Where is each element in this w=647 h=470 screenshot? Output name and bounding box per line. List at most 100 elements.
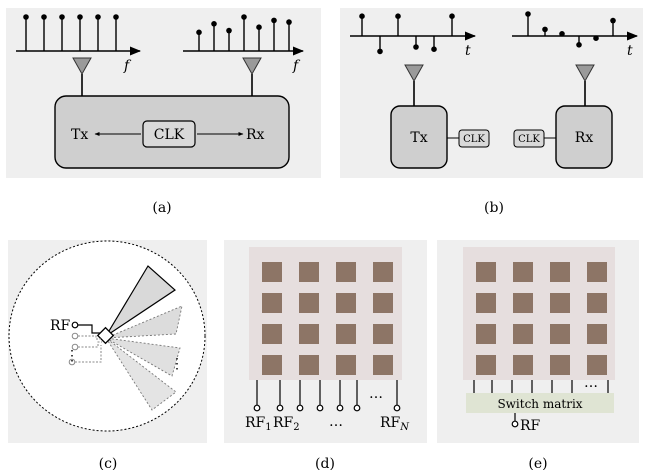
tx-signal-marker — [431, 46, 437, 52]
rx-spectrum-marker — [241, 14, 247, 20]
rx-antenna-icon — [575, 64, 595, 106]
feeds-ellipsis: … — [369, 386, 383, 402]
rx-signal-marker — [610, 17, 616, 24]
rf-port — [253, 404, 261, 412]
rf-port-3 — [71, 343, 79, 351]
antenna-patch — [262, 324, 282, 344]
rx-label: Rx — [246, 127, 265, 143]
antenna-patch — [262, 262, 282, 282]
antenna-patch — [299, 324, 319, 344]
rx-time-signal — [525, 11, 616, 48]
tx-time-axis-label: t — [465, 43, 471, 59]
rx-clk-box — [513, 129, 545, 148]
rf-label: RF — [520, 418, 541, 434]
clk-box — [142, 120, 196, 148]
rx-spectrum-marker — [286, 19, 292, 25]
rx-signal-marker — [593, 35, 599, 41]
rf-ports-ellipsis: … — [329, 414, 343, 430]
tx-frequency-axis-label: f — [123, 58, 132, 74]
tx-clk-label: CLK — [463, 134, 485, 145]
antenna-patch — [587, 262, 607, 282]
tx-spectrum-marker — [77, 14, 83, 20]
antenna-patch — [513, 324, 533, 344]
tx-label: Tx — [410, 130, 427, 146]
tx-signal-marker — [395, 13, 401, 19]
rx-spectrum-marker — [256, 24, 262, 31]
rx-signal-marker — [542, 26, 548, 33]
antenna-patch — [476, 262, 496, 282]
panel-e: … Switch matrix RF — [437, 240, 639, 443]
antenna-patch — [336, 355, 356, 375]
rf-port-n-label: RFN — [380, 415, 410, 433]
antenna-patch — [550, 324, 570, 344]
switch-matrix-box — [466, 393, 614, 413]
panel-e-caption: (e) — [528, 456, 547, 470]
antenna-patch — [262, 293, 282, 313]
clk-label: CLK — [154, 127, 185, 143]
tx-spectrum-marker — [41, 14, 47, 20]
antenna-patch — [373, 293, 393, 313]
rf-port-1-label: RF1 — [245, 415, 272, 433]
rx-signal-marker — [525, 11, 531, 17]
switch-matrix-label: Switch matrix — [497, 397, 582, 411]
rf-port-2-label: RF2 — [273, 415, 300, 433]
tx-signal-marker — [359, 13, 365, 19]
rf-ports-ellipsis: ⋮ — [65, 348, 79, 364]
panel-b-caption: (b) — [484, 200, 504, 216]
antenna-patch — [299, 262, 319, 282]
panel-a-caption: (a) — [152, 200, 171, 216]
antenna-patch — [373, 262, 393, 282]
antenna-patch — [513, 355, 533, 375]
rf-port — [393, 404, 401, 412]
rf-port-1 — [71, 321, 79, 329]
rx-spectrum-marker — [211, 21, 217, 27]
antenna-patch — [476, 324, 496, 344]
antenna-patch — [299, 293, 319, 313]
tx-antenna-icon — [404, 64, 424, 106]
beam-1 — [105, 265, 176, 337]
rf-feed-lines — [253, 380, 401, 412]
rf-port-2 — [71, 332, 79, 340]
tx-spectrum-marker — [23, 14, 29, 20]
rx-signal-marker — [576, 42, 582, 48]
antenna-patch-grid — [476, 262, 607, 375]
rx-label: Rx — [575, 130, 594, 146]
antenna-patch — [513, 293, 533, 313]
antenna-patch — [587, 355, 607, 375]
rx-frequency-axis-label: f — [292, 58, 301, 74]
rf-port-4 — [68, 358, 76, 366]
antenna-patch — [373, 355, 393, 375]
tx-spectrum-marker — [95, 14, 101, 20]
tx-signal-marker — [449, 13, 455, 19]
rx-antenna-icon — [242, 57, 262, 96]
rf-port — [511, 420, 519, 428]
antenna-patch — [476, 355, 496, 375]
rf-port — [296, 404, 304, 412]
feed-element — [96, 326, 115, 345]
panel-d-caption: (d) — [315, 456, 335, 470]
rf-port — [316, 404, 324, 412]
tx-antenna-icon — [72, 57, 92, 96]
rx-block — [555, 105, 613, 169]
antenna-patch — [299, 355, 319, 375]
tx-spectrum-marker — [113, 14, 119, 20]
beams-ellipsis: ⋮ — [170, 356, 184, 372]
switch-feed-lines — [473, 380, 609, 393]
beam-4 — [105, 337, 177, 411]
rx-spectrum-marker — [226, 27, 232, 34]
panel-c: RF ⋮ ⋮ — [8, 240, 207, 443]
rx-time-axis-label: t — [627, 43, 633, 59]
rx-spectrum-lines — [196, 14, 292, 51]
panel-d: … … RF1 RF2 RFN — [224, 240, 427, 443]
antenna-patch — [587, 293, 607, 313]
rf-label: RF — [50, 318, 71, 334]
antenna-patch-grid — [262, 262, 393, 375]
rx-spectrum-marker — [196, 29, 202, 36]
antenna-patch — [336, 262, 356, 282]
tx-signal-marker — [377, 48, 383, 55]
tx-signal-marker — [413, 44, 419, 50]
beam-2 — [105, 305, 183, 339]
rf-port — [276, 404, 284, 412]
tx-block — [390, 105, 448, 169]
panel-a: f f CLK Tx Rx — [6, 8, 321, 178]
